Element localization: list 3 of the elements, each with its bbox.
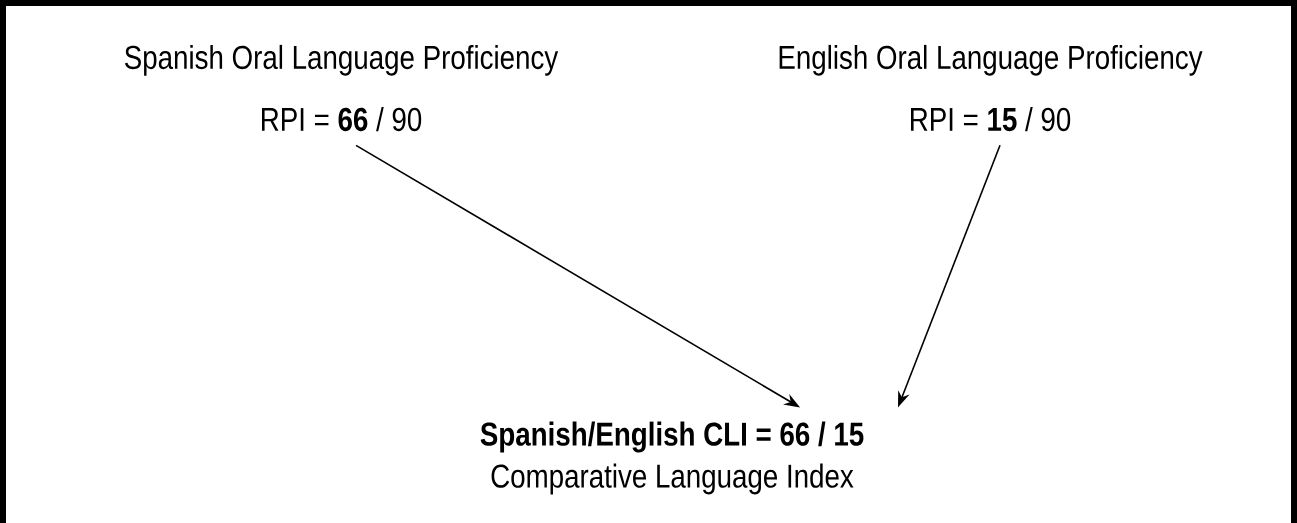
text-label: Spanish Oral Language Proficiency RPI = 66 / 90 [125, 44, 559, 132]
text-label: English Oral Language Proficiency RPI = 15 / 90 [779, 44, 1203, 132]
text-label: Spanish/English CLI = 66 / 15 Comparative Language Index [480, 421, 864, 495]
